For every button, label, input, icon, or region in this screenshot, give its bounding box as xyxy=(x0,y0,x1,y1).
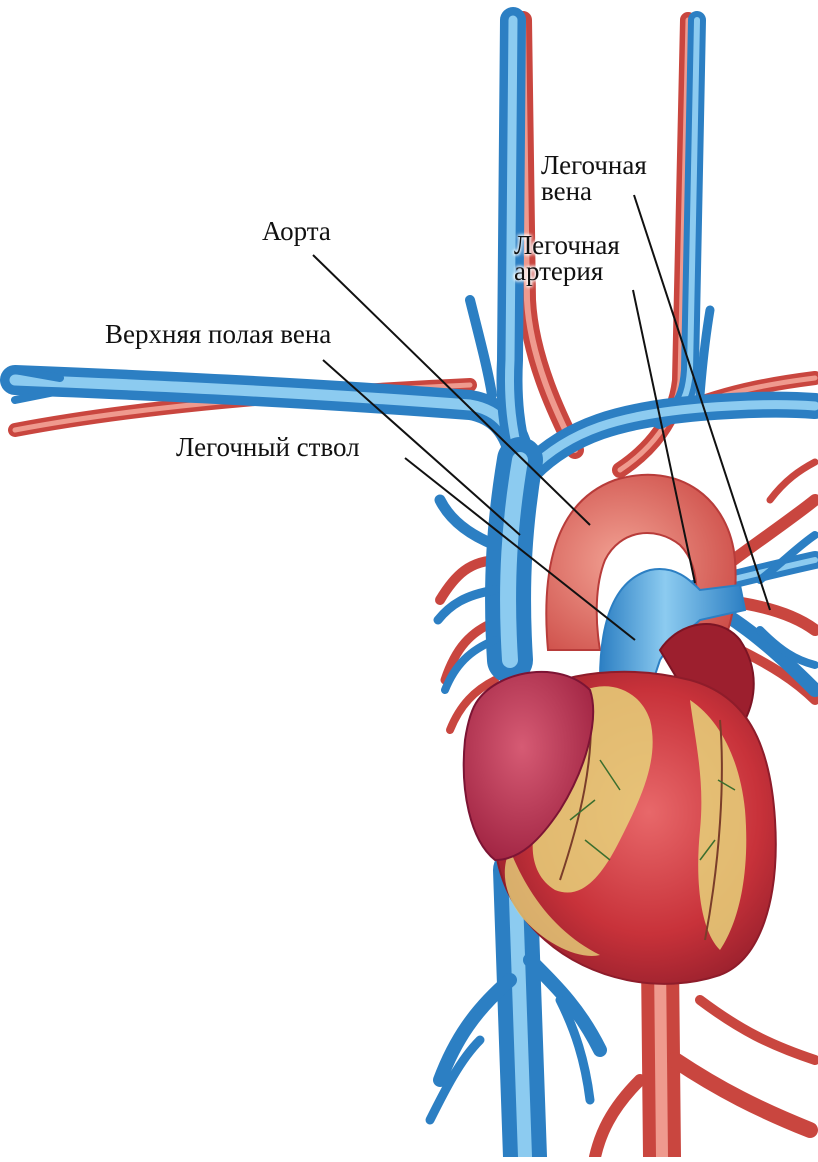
label-pulmonary-trunk: Легочный ствол xyxy=(176,434,360,460)
label-pulmonary-vein-line2: вена xyxy=(541,178,647,204)
label-pulmonary-artery-line2: артерия xyxy=(514,258,620,284)
label-aorta: Аорта xyxy=(262,218,331,244)
label-pulmonary-vein: Легочная вена xyxy=(541,152,647,204)
label-pulmonary-trunk-text: Легочный ствол xyxy=(176,432,360,462)
label-superior-vena-cava-text: Верхняя полая вена xyxy=(105,319,331,349)
label-superior-vena-cava: Верхняя полая вена xyxy=(105,321,331,347)
label-pulmonary-vein-line1: Легочная xyxy=(541,152,647,178)
label-aorta-text: Аорта xyxy=(262,216,331,246)
label-pulmonary-artery: Легочная артерия xyxy=(514,232,620,284)
label-pulmonary-artery-line1: Легочная xyxy=(514,232,620,258)
